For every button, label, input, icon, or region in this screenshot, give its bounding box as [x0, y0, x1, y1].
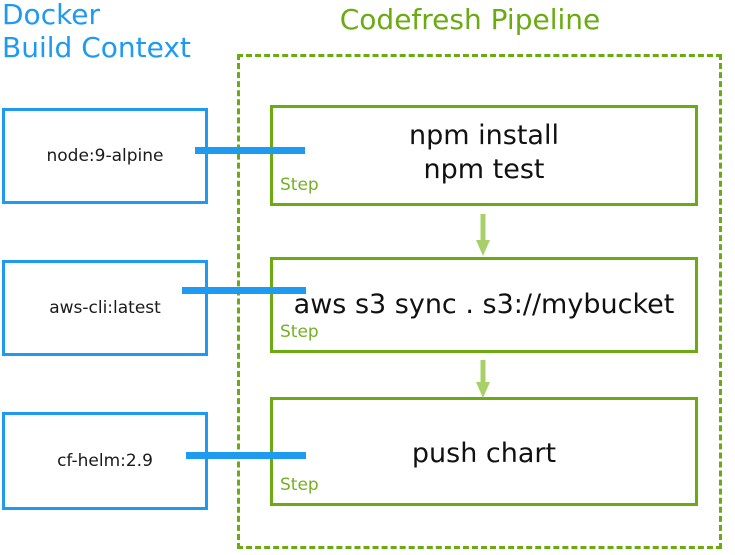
- pipeline-step-box-1[interactable]: npm install npm test Step: [270, 105, 698, 206]
- docker-image-label: cf-helm:2.9: [57, 451, 153, 471]
- flow-arrow-down-icon: [476, 360, 490, 398]
- step-command-text: push chart: [411, 438, 557, 469]
- pipeline-step-box-2[interactable]: aws s3 sync . s3://mybucket Step: [270, 257, 698, 353]
- docker-image-box-aws-cli[interactable]: aws-cli:latest: [2, 260, 208, 356]
- pipeline-step-box-3[interactable]: push chart Step: [270, 397, 698, 506]
- step-tag-label: Step: [280, 175, 319, 195]
- flow-arrow-down-icon: [476, 214, 490, 256]
- connector-line-cf-helm-to-step-3: [186, 452, 306, 459]
- docker-image-box-node[interactable]: node:9-alpine: [2, 108, 208, 204]
- step-command-text: aws s3 sync . s3://mybucket: [293, 289, 675, 320]
- docker-image-label: aws-cli:latest: [49, 298, 161, 318]
- step-tag-label: Step: [280, 475, 319, 495]
- codefresh-pipeline-container: [237, 54, 722, 549]
- codefresh-pipeline-title: Codefresh Pipeline: [339, 3, 601, 36]
- docker-image-box-cf-helm[interactable]: cf-helm:2.9: [2, 412, 208, 510]
- connector-line-aws-cli-to-step-2: [182, 287, 306, 294]
- step-tag-label: Step: [280, 322, 319, 342]
- step-command-text: npm install npm test: [409, 120, 559, 185]
- docker-build-context-title: Docker Build Context: [2, 0, 191, 64]
- connector-line-node-to-step-1: [195, 147, 305, 154]
- docker-image-label: node:9-alpine: [46, 146, 164, 166]
